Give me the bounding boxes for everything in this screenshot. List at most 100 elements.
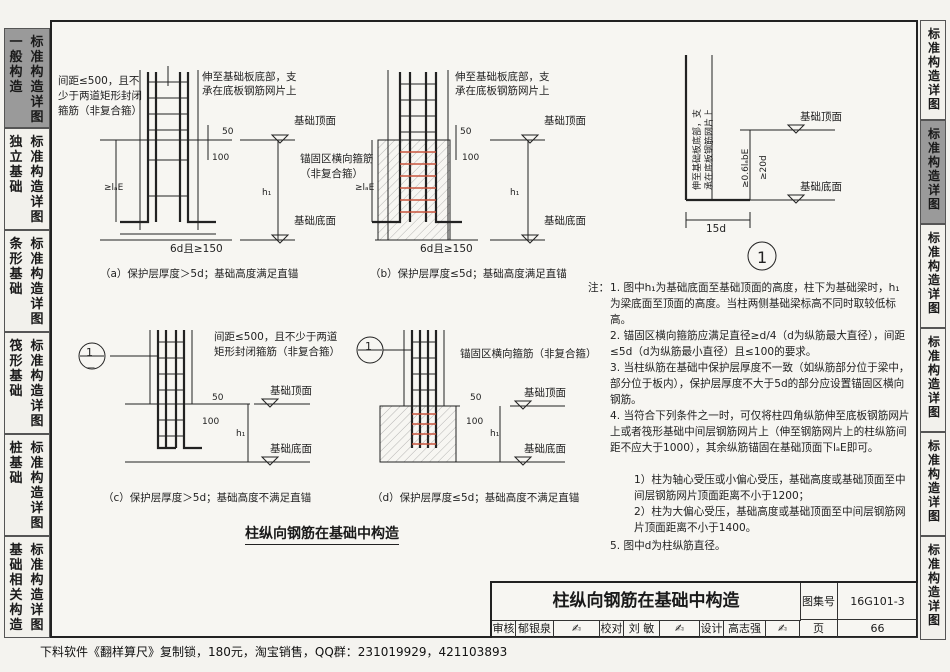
tab-label-detail: 标准构造详图 (30, 441, 44, 531)
svg-text:50: 50 (470, 393, 482, 403)
svg-text:h₁: h₁ (236, 429, 246, 439)
page-label: 页 (800, 620, 838, 638)
page-number: 66 (838, 620, 918, 638)
right-tab-1[interactable]: 标准构造详图 (920, 20, 946, 120)
tab-foundation-related[interactable]: 基础相关构造 标准构造详图 (4, 536, 50, 638)
svg-text:基础底面: 基础底面 (544, 214, 586, 227)
design-label: 设计 (700, 620, 724, 638)
right-tab-4[interactable]: 标准构造详图 (920, 328, 946, 432)
right-tab-label: 标准构造详图 (927, 335, 940, 419)
detail-1 (684, 55, 835, 271)
right-tab-2[interactable]: 标准构造详图 (920, 120, 946, 224)
svg-text:≥lₐE: ≥lₐE (355, 183, 375, 193)
diagram-labels: 间距≤500，且不少于两道矩形封闭箍筋（非复合箍） 伸至基础板底部，支承在底板钢… (58, 70, 842, 504)
diagram-d (356, 330, 565, 463)
note-1: 1. 图中h₁为基础底面至基础顶面的高度，柱下为基础梁时，h₁为梁底面至顶面的高… (610, 282, 900, 326)
svg-text:≥0.6lₐbE: ≥0.6lₐbE (741, 148, 751, 188)
caption-c: （c）保护层厚度＞5d；基础高度不满足直锚 (103, 491, 311, 504)
atlas-number: 16G101-3 (838, 583, 918, 620)
tab-pile-foundation[interactable]: 桩基础 标准构造详图 (4, 434, 50, 536)
right-detail-tabs: 标准构造详图 标准构造详图 标准构造详图 标准构造详图 标准构造详图 标准构造详… (920, 20, 946, 640)
tab-label-category: 桩基础 (9, 441, 23, 486)
svg-text:基础底面: 基础底面 (800, 180, 842, 193)
checker-name: 刘 敏 (624, 620, 660, 638)
svg-text:锚固区横向箍筋（非复合箍）: 锚固区横向箍筋（非复合箍） (300, 152, 374, 180)
svg-text:基础顶面: 基础顶面 (294, 114, 336, 127)
notes-lead: 注： (588, 282, 610, 294)
svg-text:≥20d: ≥20d (759, 155, 769, 180)
tab-label-detail: 标准构造详图 (30, 543, 44, 633)
svg-text:≥lₐE: ≥lₐE (104, 183, 124, 193)
svg-text:承在底板钢筋网片上: 承在底板钢筋网片上 (703, 109, 715, 190)
svg-text:h₁: h₁ (510, 188, 520, 198)
tab-label-category: 独立基础 (9, 135, 23, 195)
diagram-a (100, 66, 295, 241)
svg-text:50: 50 (212, 393, 224, 403)
svg-text:基础底面: 基础底面 (524, 442, 566, 455)
svg-text:基础顶面: 基础顶面 (800, 110, 842, 123)
right-tab-label: 标准构造详图 (927, 127, 940, 211)
note-2: 2. 锚固区横向箍筋应满足直径≥d/4（d为纵筋最大直径），间距≤5d（d为纵筋… (610, 330, 906, 358)
svg-text:间距≤500，且不少于两道矩形封闭箍筋（非复合箍）: 间距≤500，且不少于两道矩形封闭箍筋（非复合箍） (214, 330, 340, 358)
right-tab-label: 标准构造详图 (927, 439, 940, 523)
svg-text:基础顶面: 基础顶面 (544, 114, 586, 127)
tab-label-detail: 标准构造详图 (30, 339, 44, 429)
drawing-frame (50, 20, 918, 638)
tab-raft-foundation[interactable]: 筏形基础 标准构造详图 (4, 332, 50, 434)
svg-text:1: 1 (86, 346, 93, 359)
a-note-spacing: 间距≤500，且不少于两道矩形封闭箍筋（非复合箍） (58, 74, 142, 117)
note-4: 4. 当符合下列条件之一时，可仅将柱四角纵筋伸至底板钢筋网片上或者筏形基础中间层… (610, 410, 910, 454)
svg-text:锚固区横向箍筋（非复合箍）: 锚固区横向箍筋（非复合箍） (460, 347, 597, 360)
title-block: 柱纵向钢筋在基础中构造 图集号 16G101-3 审核 郁银泉 ✍ 校对 刘 敏… (490, 581, 918, 638)
tab-general-construction[interactable]: 一般构造 标准构造详图 (4, 28, 50, 128)
reviewer-name: 郁银泉 (516, 620, 554, 638)
svg-text:伸至基础板底部，支承在底板钢筋网片上: 伸至基础板底部，支承在底板钢筋网片上 (455, 70, 550, 97)
svg-text:伸至基础板底部，支承在底板钢筋网片上: 伸至基础板底部，支承在底板钢筋网片上 (202, 70, 297, 97)
tab-label-detail: 标准构造详图 (30, 237, 44, 327)
right-tab-label: 标准构造详图 (927, 543, 940, 627)
svg-text:1: 1 (365, 340, 372, 353)
caption-a: （a）保护层厚度＞5d；基础高度满足直锚 (100, 267, 298, 280)
main-drawing-title: 柱纵向钢筋在基础中构造 (245, 523, 399, 545)
svg-text:伸至基础板底部，支: 伸至基础板底部，支 (691, 109, 703, 190)
svg-text:6d且≥150: 6d且≥150 (420, 243, 473, 255)
svg-text:h₁: h₁ (490, 429, 500, 439)
reviewer-signature: ✍ (554, 620, 600, 638)
svg-text:15d: 15d (706, 223, 726, 235)
right-tab-6[interactable]: 标准构造详图 (920, 536, 946, 640)
svg-text:50: 50 (222, 127, 234, 137)
tab-strip-footing[interactable]: 条形基础 标准构造详图 (4, 230, 50, 332)
title-block-title: 柱纵向钢筋在基础中构造 (492, 583, 801, 621)
svg-text:基础顶面: 基础顶面 (524, 386, 566, 399)
svg-text:基础顶面: 基础顶面 (270, 384, 312, 397)
tab-label-detail: 标准构造详图 (30, 35, 44, 125)
svg-text:50: 50 (460, 127, 472, 137)
tab-label-detail: 标准构造详图 (30, 135, 44, 225)
caption-b: （b）保护层厚度≤5d；基础高度满足直锚 (370, 267, 567, 280)
check-label: 校对 (600, 620, 624, 638)
right-tab-label: 标准构造详图 (927, 27, 940, 111)
note-5: 5. 图中d为柱纵筋直径。 (610, 540, 726, 552)
note-3: 3. 当柱纵筋在基础中保护层厚度不一致（如纵筋部分位于梁中，部分位于板内），保护… (610, 362, 910, 406)
designer-signature: ✍ (766, 620, 800, 638)
svg-text:—: — (86, 363, 95, 373)
right-tab-3[interactable]: 标准构造详图 (920, 224, 946, 328)
diagram-c (78, 330, 310, 463)
svg-text:100: 100 (466, 417, 483, 427)
svg-text:100: 100 (202, 417, 219, 427)
svg-text:基础底面: 基础底面 (270, 442, 312, 455)
footer-text: 下料软件《翻样算尺》复制锁，180元，淘宝销售，QQ群：231019929，42… (40, 645, 508, 659)
caption-d: （d）保护层厚度≤5d；基础高度不满足直锚 (372, 491, 579, 504)
note-4-sub-2: 2）柱为大偏心受压，基础高度或基础顶面至中间层钢筋网片顶面距离不小于1400。 (634, 506, 906, 534)
diagram-b (371, 70, 545, 241)
tab-label-category: 筏形基础 (9, 339, 23, 399)
designer-name: 高志强 (724, 620, 766, 638)
tab-label-category: 一般构造 (9, 35, 23, 95)
tab-label-category: 条形基础 (9, 237, 23, 297)
right-tab-5[interactable]: 标准构造详图 (920, 432, 946, 536)
tab-isolated-footing[interactable]: 独立基础 标准构造详图 (4, 128, 50, 230)
svg-text:6d且≥150: 6d且≥150 (170, 243, 223, 255)
svg-text:h₁: h₁ (262, 188, 272, 198)
